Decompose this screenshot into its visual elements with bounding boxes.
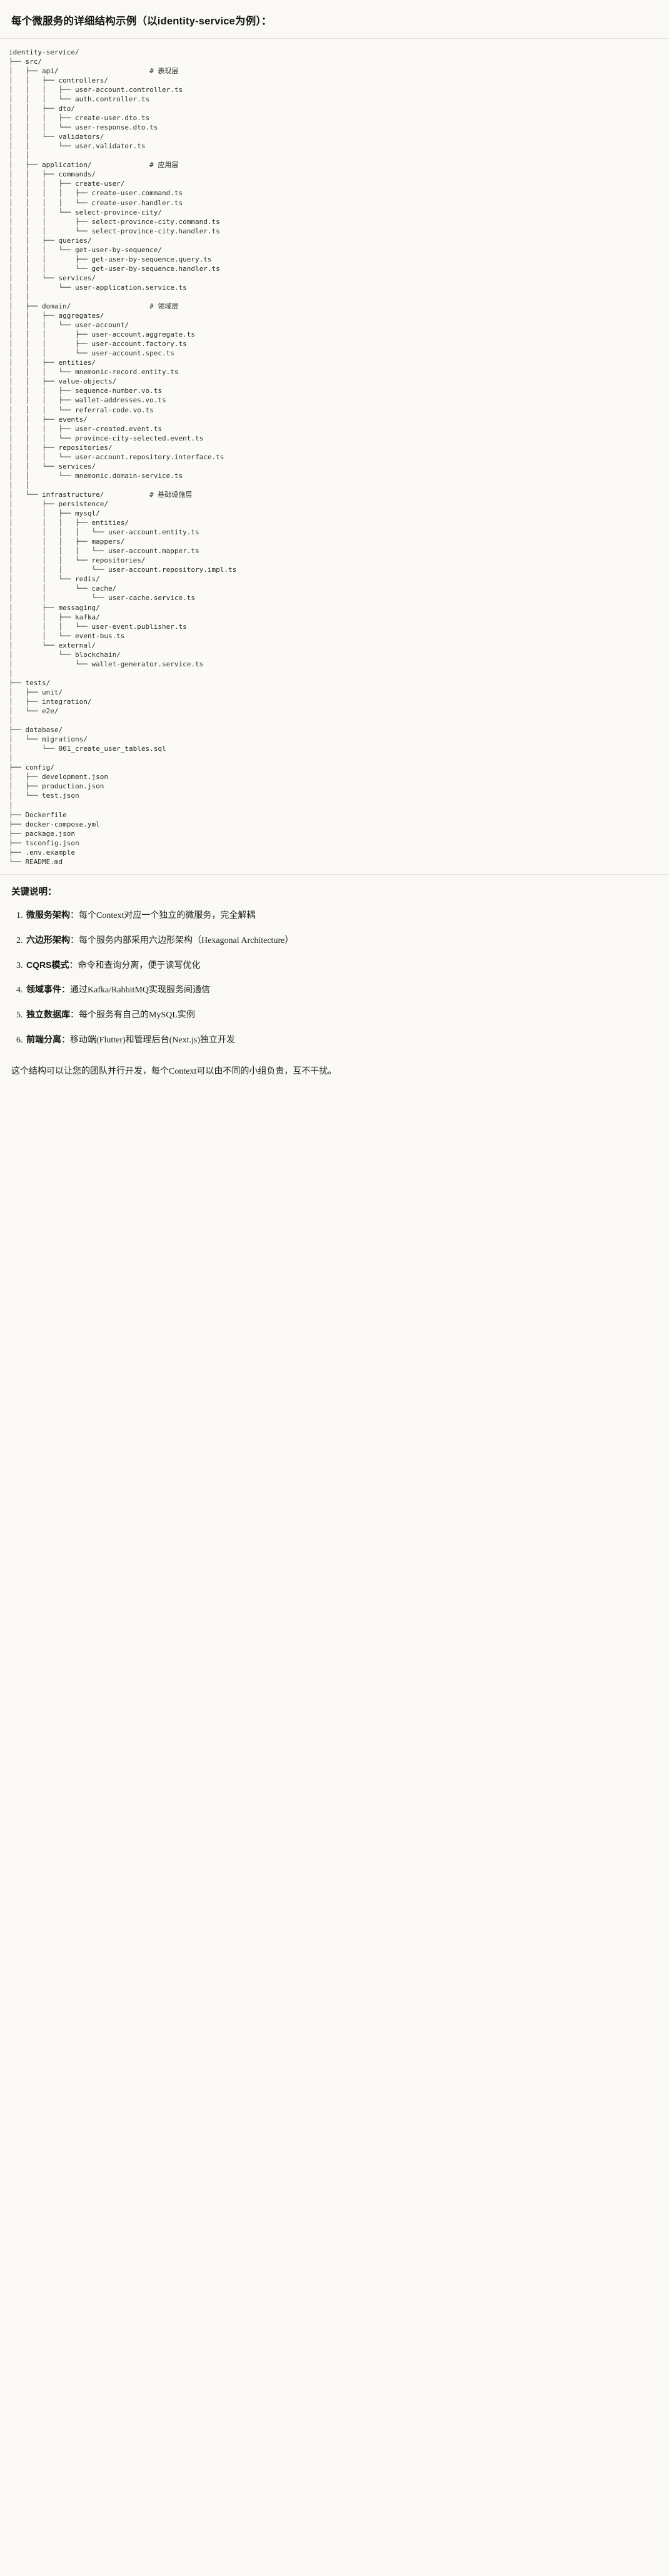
note-separator: ： [70,1010,79,1020]
key-notes-list: 微服务架构：每个Context对应一个独立的微服务，完全解耦 六边形架构：每个服… [11,909,658,1047]
note-separator: ： [61,985,70,995]
note-value: 通过Kafka/RabbitMQ实现服务间通信 [70,985,210,995]
note-value: 每个Context对应一个独立的微服务，完全解耦 [79,911,256,921]
note-value: 每个服务有自己的MySQL实例 [79,1010,195,1020]
key-notes-title: 关键说明： [11,887,57,897]
list-item: 微服务架构：每个Context对应一个独立的微服务，完全解耦 [25,909,658,923]
code-divider [0,873,669,875]
note-key: 独立数据库 [26,1009,70,1019]
note-key: 前端分离 [26,1034,61,1044]
page-title: 每个微服务的详细结构示例（以identity-service为例）： [11,16,272,27]
note-separator: ： [69,960,78,970]
list-item: 六边形架构：每个服务内部采用六边形架构（Hexagonal Architectu… [25,934,658,948]
note-key: 领域事件 [26,984,61,995]
list-item: CQRS模式：命令和查询分离，便于读写优化 [25,959,658,973]
list-item: 领域事件：通过Kafka/RabbitMQ实现服务间通信 [25,983,658,997]
note-key: 六边形架构 [26,934,70,945]
key-notes-section: 关键说明： 微服务架构：每个Context对应一个独立的微服务，完全解耦 六边形… [0,875,669,1061]
note-separator: ： [70,911,79,921]
list-item: 独立数据库：每个服务有自己的MySQL实例 [25,1008,658,1022]
note-separator: ： [70,935,79,945]
note-value: 命令和查询分离，便于读写优化 [78,960,201,970]
note-value: 移动端(Flutter)和管理后台(Next.js)独立开发 [70,1035,236,1045]
title-divider [0,38,669,39]
directory-tree: identity-service/ ├── src/ │ ├── api/ # … [9,48,237,866]
note-value: 每个服务内部采用六边形架构（Hexagonal Architecture） [79,935,294,945]
directory-tree-codeblock: identity-service/ ├── src/ │ ├── api/ # … [0,38,669,874]
closing-paragraph: 这个结构可以让您的团队并行开发，每个Context可以由不同的小组负责，互不干扰… [11,1067,337,1077]
note-key: CQRS模式 [26,959,69,970]
document-page: 每个微服务的详细结构示例（以identity-service为例）： ident… [0,0,669,1094]
list-item: 前端分离：移动端(Flutter)和管理后台(Next.js)独立开发 [25,1033,658,1047]
code-inner: identity-service/ ├── src/ │ ├── api/ # … [0,48,669,867]
note-key: 微服务架构 [26,910,70,920]
note-separator: ： [61,1035,70,1045]
